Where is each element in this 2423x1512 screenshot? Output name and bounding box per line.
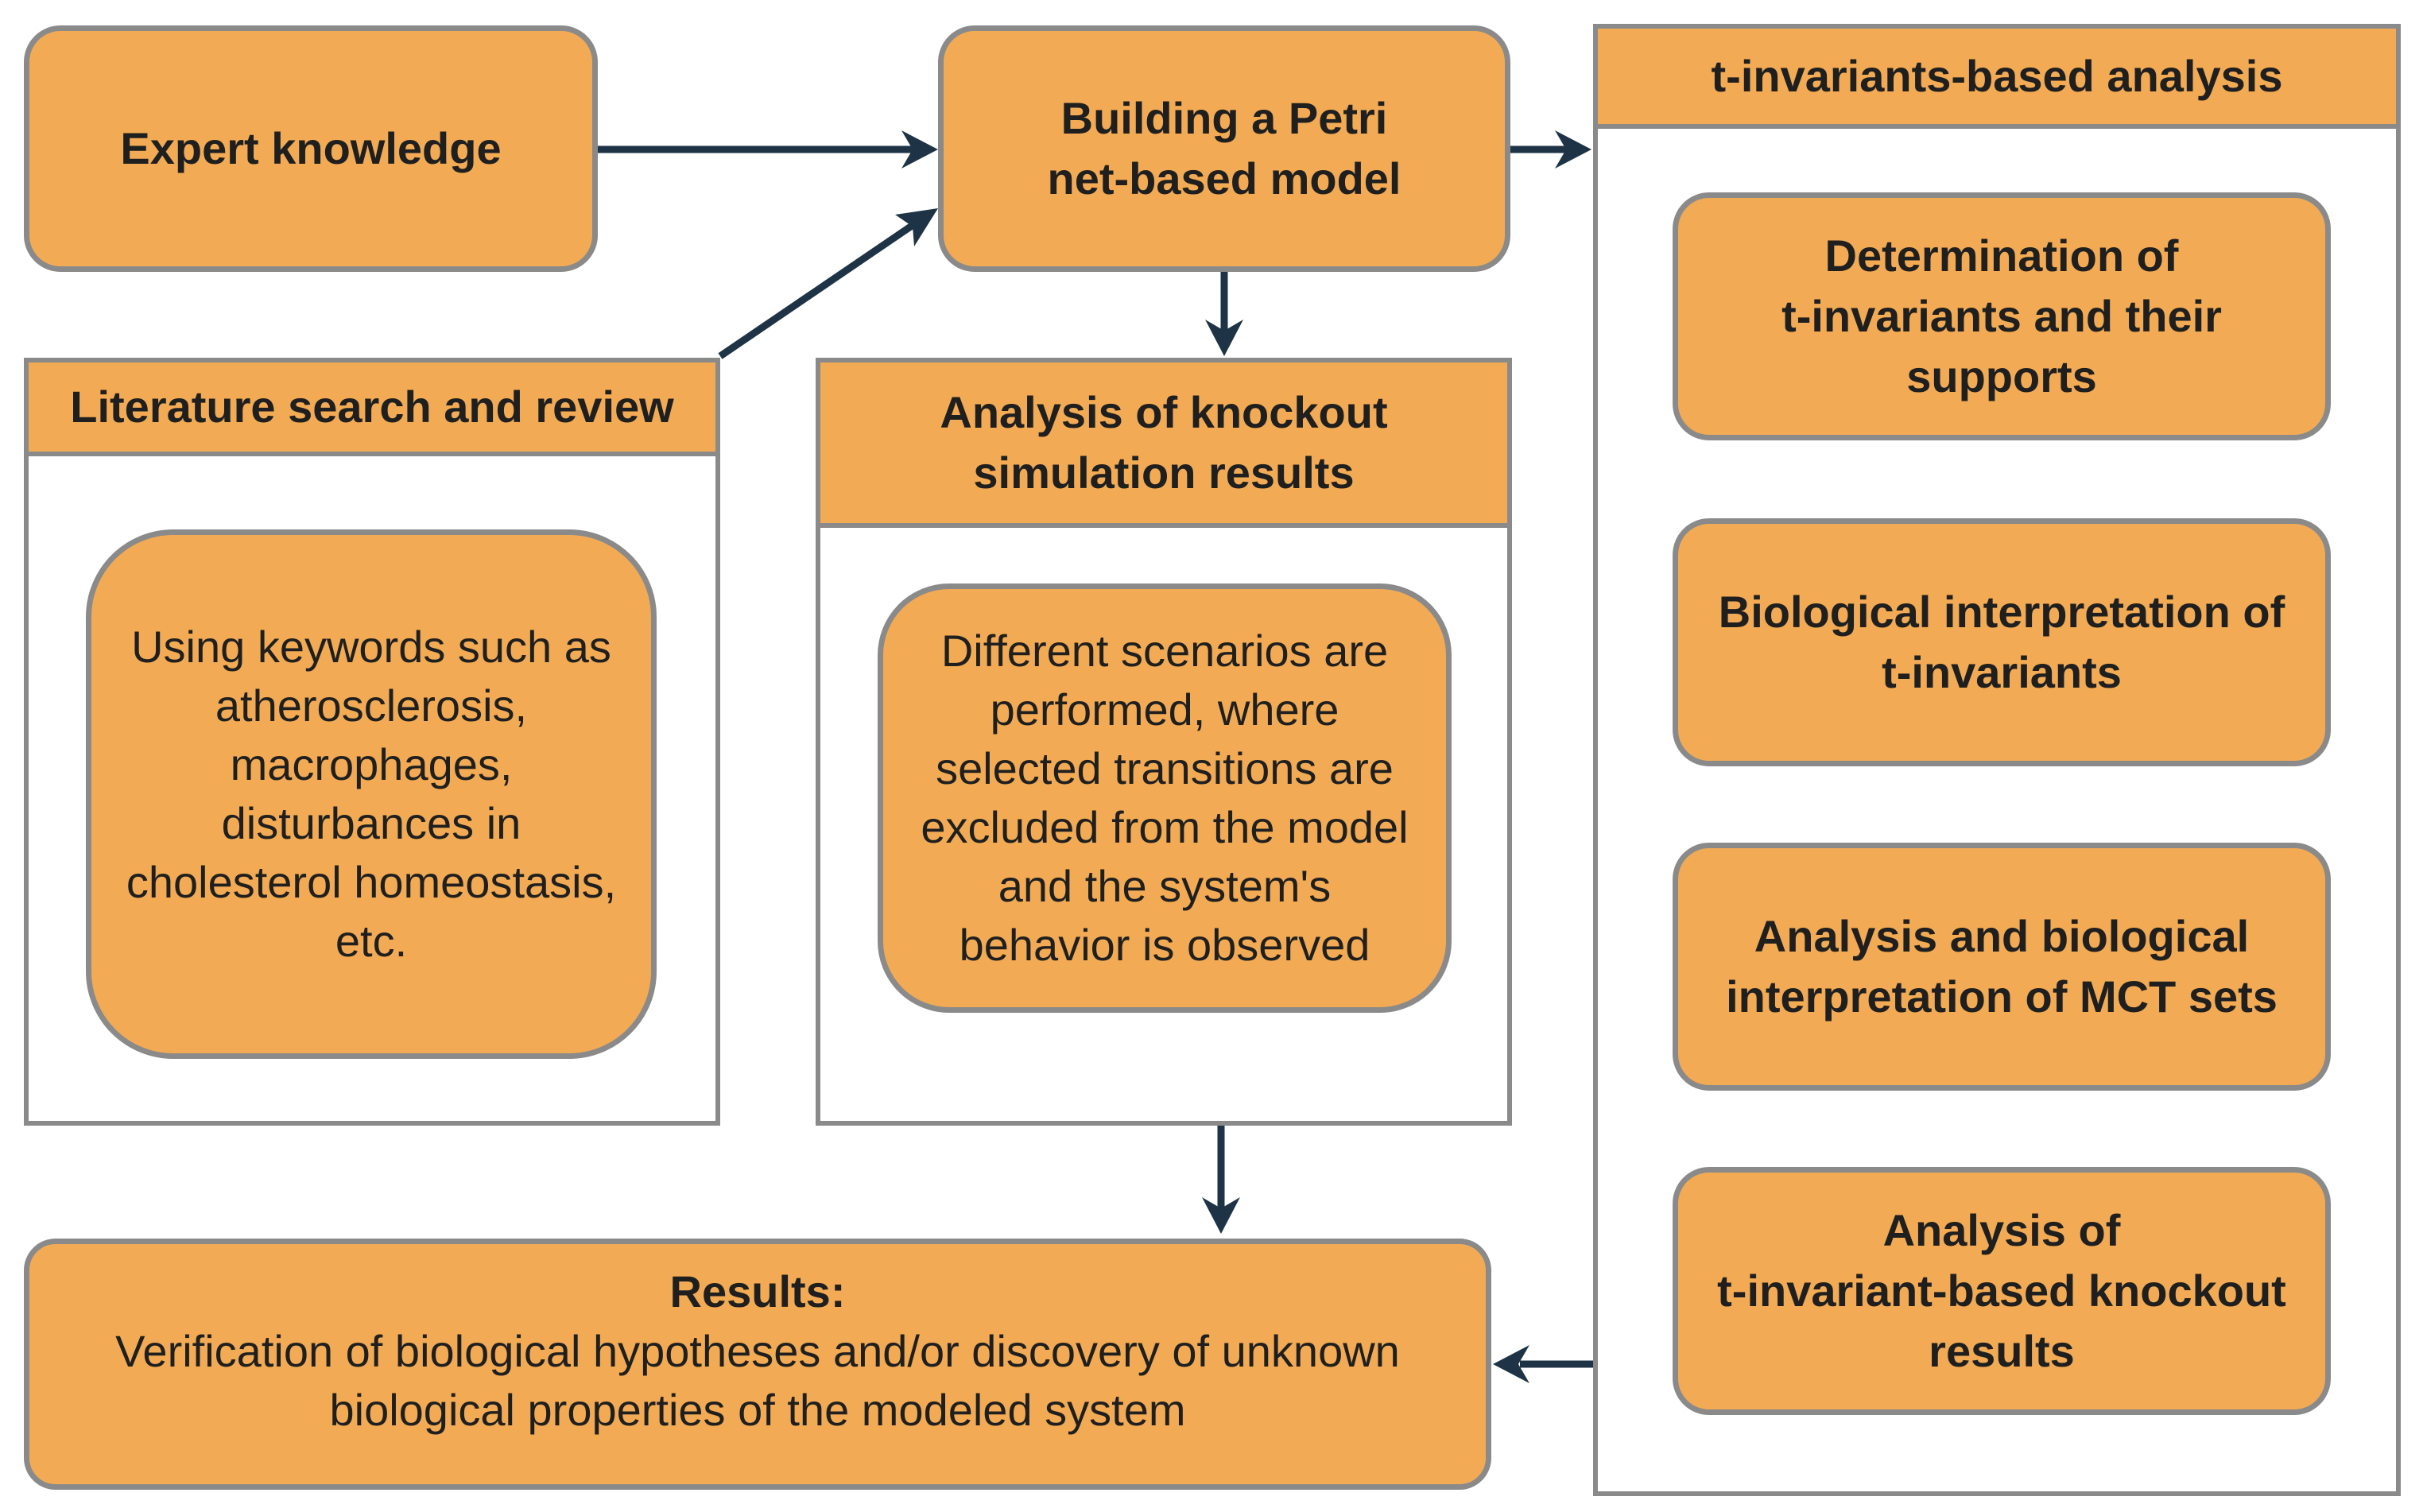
petri-model-label: Building a Petri net-based model	[1047, 93, 1401, 204]
tinv-step-box: Analysis of t-invariant-based knockout r…	[1673, 1167, 2331, 1415]
arrowhead	[1205, 320, 1243, 356]
knockout-detail-text: Different scenarios are performed, where…	[921, 626, 1409, 970]
tinv-step-box: Biological interpretation of t-invariant…	[1673, 518, 2331, 766]
knockout-panel-header: Analysis of knockout simulation results	[820, 362, 1507, 528]
tinv-step-box: Analysis and biological interpretation o…	[1673, 843, 2331, 1091]
tinv-panel-header: t-invariants-based analysis	[1598, 29, 2396, 129]
tinv-step-text: Analysis of t-invariant-based knockout r…	[1717, 1205, 2286, 1376]
arrowhead	[1555, 130, 1591, 169]
arrowhead	[895, 208, 938, 246]
arrowhead	[901, 130, 938, 169]
tinv-panel: t-invariants-based analysis Determinatio…	[1593, 24, 2401, 1496]
arrowhead	[1493, 1345, 1529, 1383]
arrowhead	[1202, 1197, 1240, 1234]
literature-detail-box: Using keywords such as atherosclerosis, …	[86, 529, 657, 1059]
arrow-literature-to-model	[718, 221, 917, 359]
tinv-step-text: Analysis and biological interpretation o…	[1726, 911, 2278, 1022]
knockout-panel-title: Analysis of knockout simulation results	[940, 387, 1388, 498]
literature-panel-title: Literature search and review	[70, 382, 674, 432]
petri-model-box: Building a Petri net-based model	[938, 25, 1510, 272]
tinv-step-text: Determination of t-invariants and their …	[1781, 231, 2222, 401]
expert-knowledge-box: Expert knowledge	[24, 25, 598, 272]
expert-knowledge-label: Expert knowledge	[120, 123, 502, 173]
results-text: Verification of biological hypotheses an…	[115, 1326, 1400, 1435]
literature-detail-text: Using keywords such as atherosclerosis, …	[126, 622, 617, 966]
results-title: Results:	[669, 1266, 846, 1316]
tinv-step-box: Determination of t-invariants and their …	[1673, 192, 2331, 440]
results-box: Results: Verification of biological hypo…	[24, 1239, 1491, 1490]
knockout-panel: Analysis of knockout simulation results …	[816, 358, 1512, 1126]
literature-panel: Literature search and review Using keywo…	[24, 358, 720, 1126]
tinv-panel-title: t-invariants-based analysis	[1711, 51, 2283, 101]
knockout-detail-box: Different scenarios are performed, where…	[878, 583, 1452, 1013]
tinv-step-text: Biological interpretation of t-invariant…	[1718, 587, 2285, 697]
literature-panel-header: Literature search and review	[29, 362, 715, 456]
